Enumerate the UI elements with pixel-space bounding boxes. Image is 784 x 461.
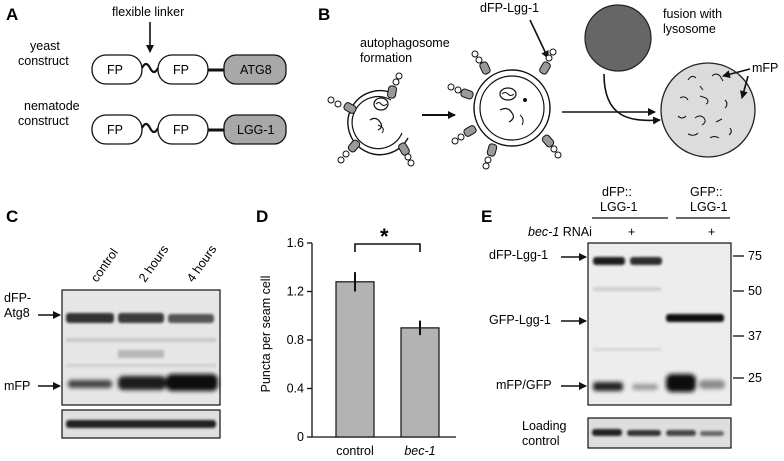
autophagosome (473, 69, 551, 147)
dfp-label: dFP-Lgg-1 (480, 1, 539, 15)
band-c-top-1: dFP- (4, 291, 31, 305)
dfp-arrow (529, 19, 549, 59)
panel-a: A flexible linker yeast construct FP FP … (6, 5, 287, 145)
blot-e-main (587, 242, 732, 406)
fusion-curve-arrow (603, 73, 661, 125)
band-e-gfp: GFP-Lgg-1 (489, 313, 551, 327)
chart-ytick-label: 1.2 (287, 285, 304, 299)
group1-label-2: LGG-1 (600, 200, 638, 214)
chart-ylabel: Puncta per seam cell (259, 276, 273, 393)
lane-label-4h: 4 hours (184, 243, 219, 285)
chart-xlabel-control: control (336, 444, 374, 458)
yeast-fp-box-1 (91, 54, 143, 85)
band-c-bottom: mFP (4, 379, 30, 393)
yeast-linker (141, 62, 159, 74)
mw-50: 50 (748, 284, 762, 298)
chart-bars (335, 272, 440, 438)
autolysosome (660, 62, 756, 158)
rnai-label: bec-1 RNAi (528, 225, 592, 239)
chart-ytick-label: 0.4 (287, 382, 304, 396)
plus-2: + (708, 225, 715, 239)
group1-label-1: dFP:: (602, 185, 632, 199)
chart-xlabel-bec1: bec-1 (404, 444, 435, 458)
chart-ytick-label: 0 (297, 430, 304, 444)
chart-ytick-label: 0.8 (287, 333, 304, 347)
chart-yticks: 0 0.4 0.8 1.2 1.6 (287, 236, 312, 444)
mfp-arrow-2 (739, 75, 749, 99)
rnai-suffix: RNAi (559, 225, 592, 239)
blot-c-bands (66, 313, 216, 367)
yeast-fp-2-label: FP (173, 63, 189, 77)
forming-autophagosome (347, 90, 409, 156)
mfp-arrow-1 (722, 68, 751, 79)
group2-label-1: GFP:: (690, 185, 723, 199)
panel-d: D Puncta per seam cell 0 0.4 0.8 1.2 1.6 * c… (256, 207, 456, 458)
band-e-mfp: mFP/GFP (496, 378, 552, 392)
group2-label-2: LGG-1 (690, 200, 728, 214)
lane-label-control: control (88, 246, 121, 285)
rnai-gene: bec-1 (528, 225, 559, 239)
significance-star: * (380, 224, 389, 249)
panel-c-letter: C (6, 207, 18, 226)
blot-c-mfp (68, 374, 218, 391)
yeast-tag-box (223, 54, 287, 85)
loading-label-1: Loading (522, 419, 567, 433)
yeast-label-2: construct (18, 54, 69, 68)
mfp-label: mFP (752, 61, 778, 75)
mitochondrion-icon (373, 97, 389, 111)
plus-1: + (628, 225, 635, 239)
band-c-top-2: Atg8 (4, 306, 30, 320)
mw-75: 75 (748, 249, 762, 263)
nematode-tag-label: LGG-1 (237, 123, 275, 137)
panel-a-letter: A (6, 5, 18, 24)
panel-d-letter: D (256, 207, 268, 226)
step1-label-1: autophagosome (360, 36, 450, 50)
lysosome-icon (584, 4, 652, 72)
chart-bar-0 (335, 281, 375, 438)
lgg1-markers-forming (327, 72, 415, 167)
yeast-label-1: yeast (30, 39, 60, 53)
nematode-fp-1-label: FP (107, 123, 123, 137)
yeast-tag-label: ATG8 (240, 63, 272, 77)
panel-e-letter: E (481, 207, 492, 226)
fusion-label-2: lysosome (663, 22, 716, 36)
yeast-fp-1-label: FP (107, 63, 123, 77)
linker-label: flexible linker (112, 5, 184, 19)
nematode-fp-2-label: FP (173, 123, 189, 137)
panel-c: C control 2 hours 4 hours dFP- Atg8 mFP (4, 207, 221, 439)
band-e-dfp: dFP-Lgg-1 (489, 248, 548, 262)
chart-ytick-label: 1.6 (287, 236, 304, 250)
panel-b-letter: B (318, 5, 330, 24)
panel-b: B autophagosome formation dFP-Lgg-1 (318, 1, 778, 170)
fusion-label-1: fusion with (663, 7, 722, 21)
lane-label-2h: 2 hours (136, 243, 171, 285)
nematode-fp-box-1 (91, 114, 143, 145)
nematode-linker (141, 122, 159, 134)
blot-e-bands (593, 257, 724, 351)
step1-label-2: formation (360, 51, 412, 65)
mw-37: 37 (748, 329, 762, 343)
nematode-label-1: nematode (24, 99, 80, 113)
mw-25: 25 (748, 371, 762, 385)
nematode-tag-box (223, 114, 287, 145)
blot-e-mfp (593, 374, 725, 392)
chart-bar-1 (400, 327, 440, 438)
panel-e: E dFP:: LGG-1 GFP:: LGG-1 bec-1 RNAi + +… (481, 185, 762, 449)
lgg1-markers-closed (447, 48, 562, 170)
loading-label-2: control (522, 434, 560, 448)
significance-bracket (354, 243, 421, 252)
nematode-label-2: construct (18, 114, 69, 128)
